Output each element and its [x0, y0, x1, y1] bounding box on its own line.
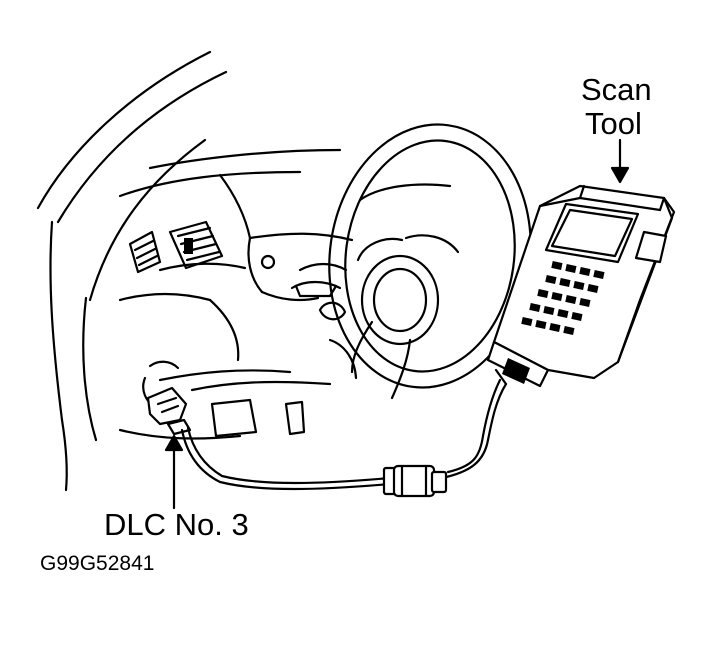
scan-tool-label-line2: Tool [585, 106, 642, 141]
figure-code: G99G52841 [40, 552, 155, 575]
dlc-label: DLC No. 3 [104, 507, 249, 542]
cable-inline-connector [382, 464, 448, 498]
steering-column [260, 254, 358, 380]
air-vent-center [168, 220, 224, 270]
door-frame [49, 220, 98, 492]
scan-tool-device [486, 184, 676, 388]
scan-tool-keypad [521, 261, 605, 335]
scan-tool-cable [180, 378, 508, 491]
air-vent-left [128, 230, 162, 274]
a-pillar [36, 50, 228, 302]
scan-tool-label-line1: Scan [581, 72, 652, 107]
scan-tool-leader [610, 138, 630, 184]
dashboard [118, 148, 354, 440]
dlc-connector [146, 386, 192, 436]
dlc-leader [164, 434, 184, 510]
